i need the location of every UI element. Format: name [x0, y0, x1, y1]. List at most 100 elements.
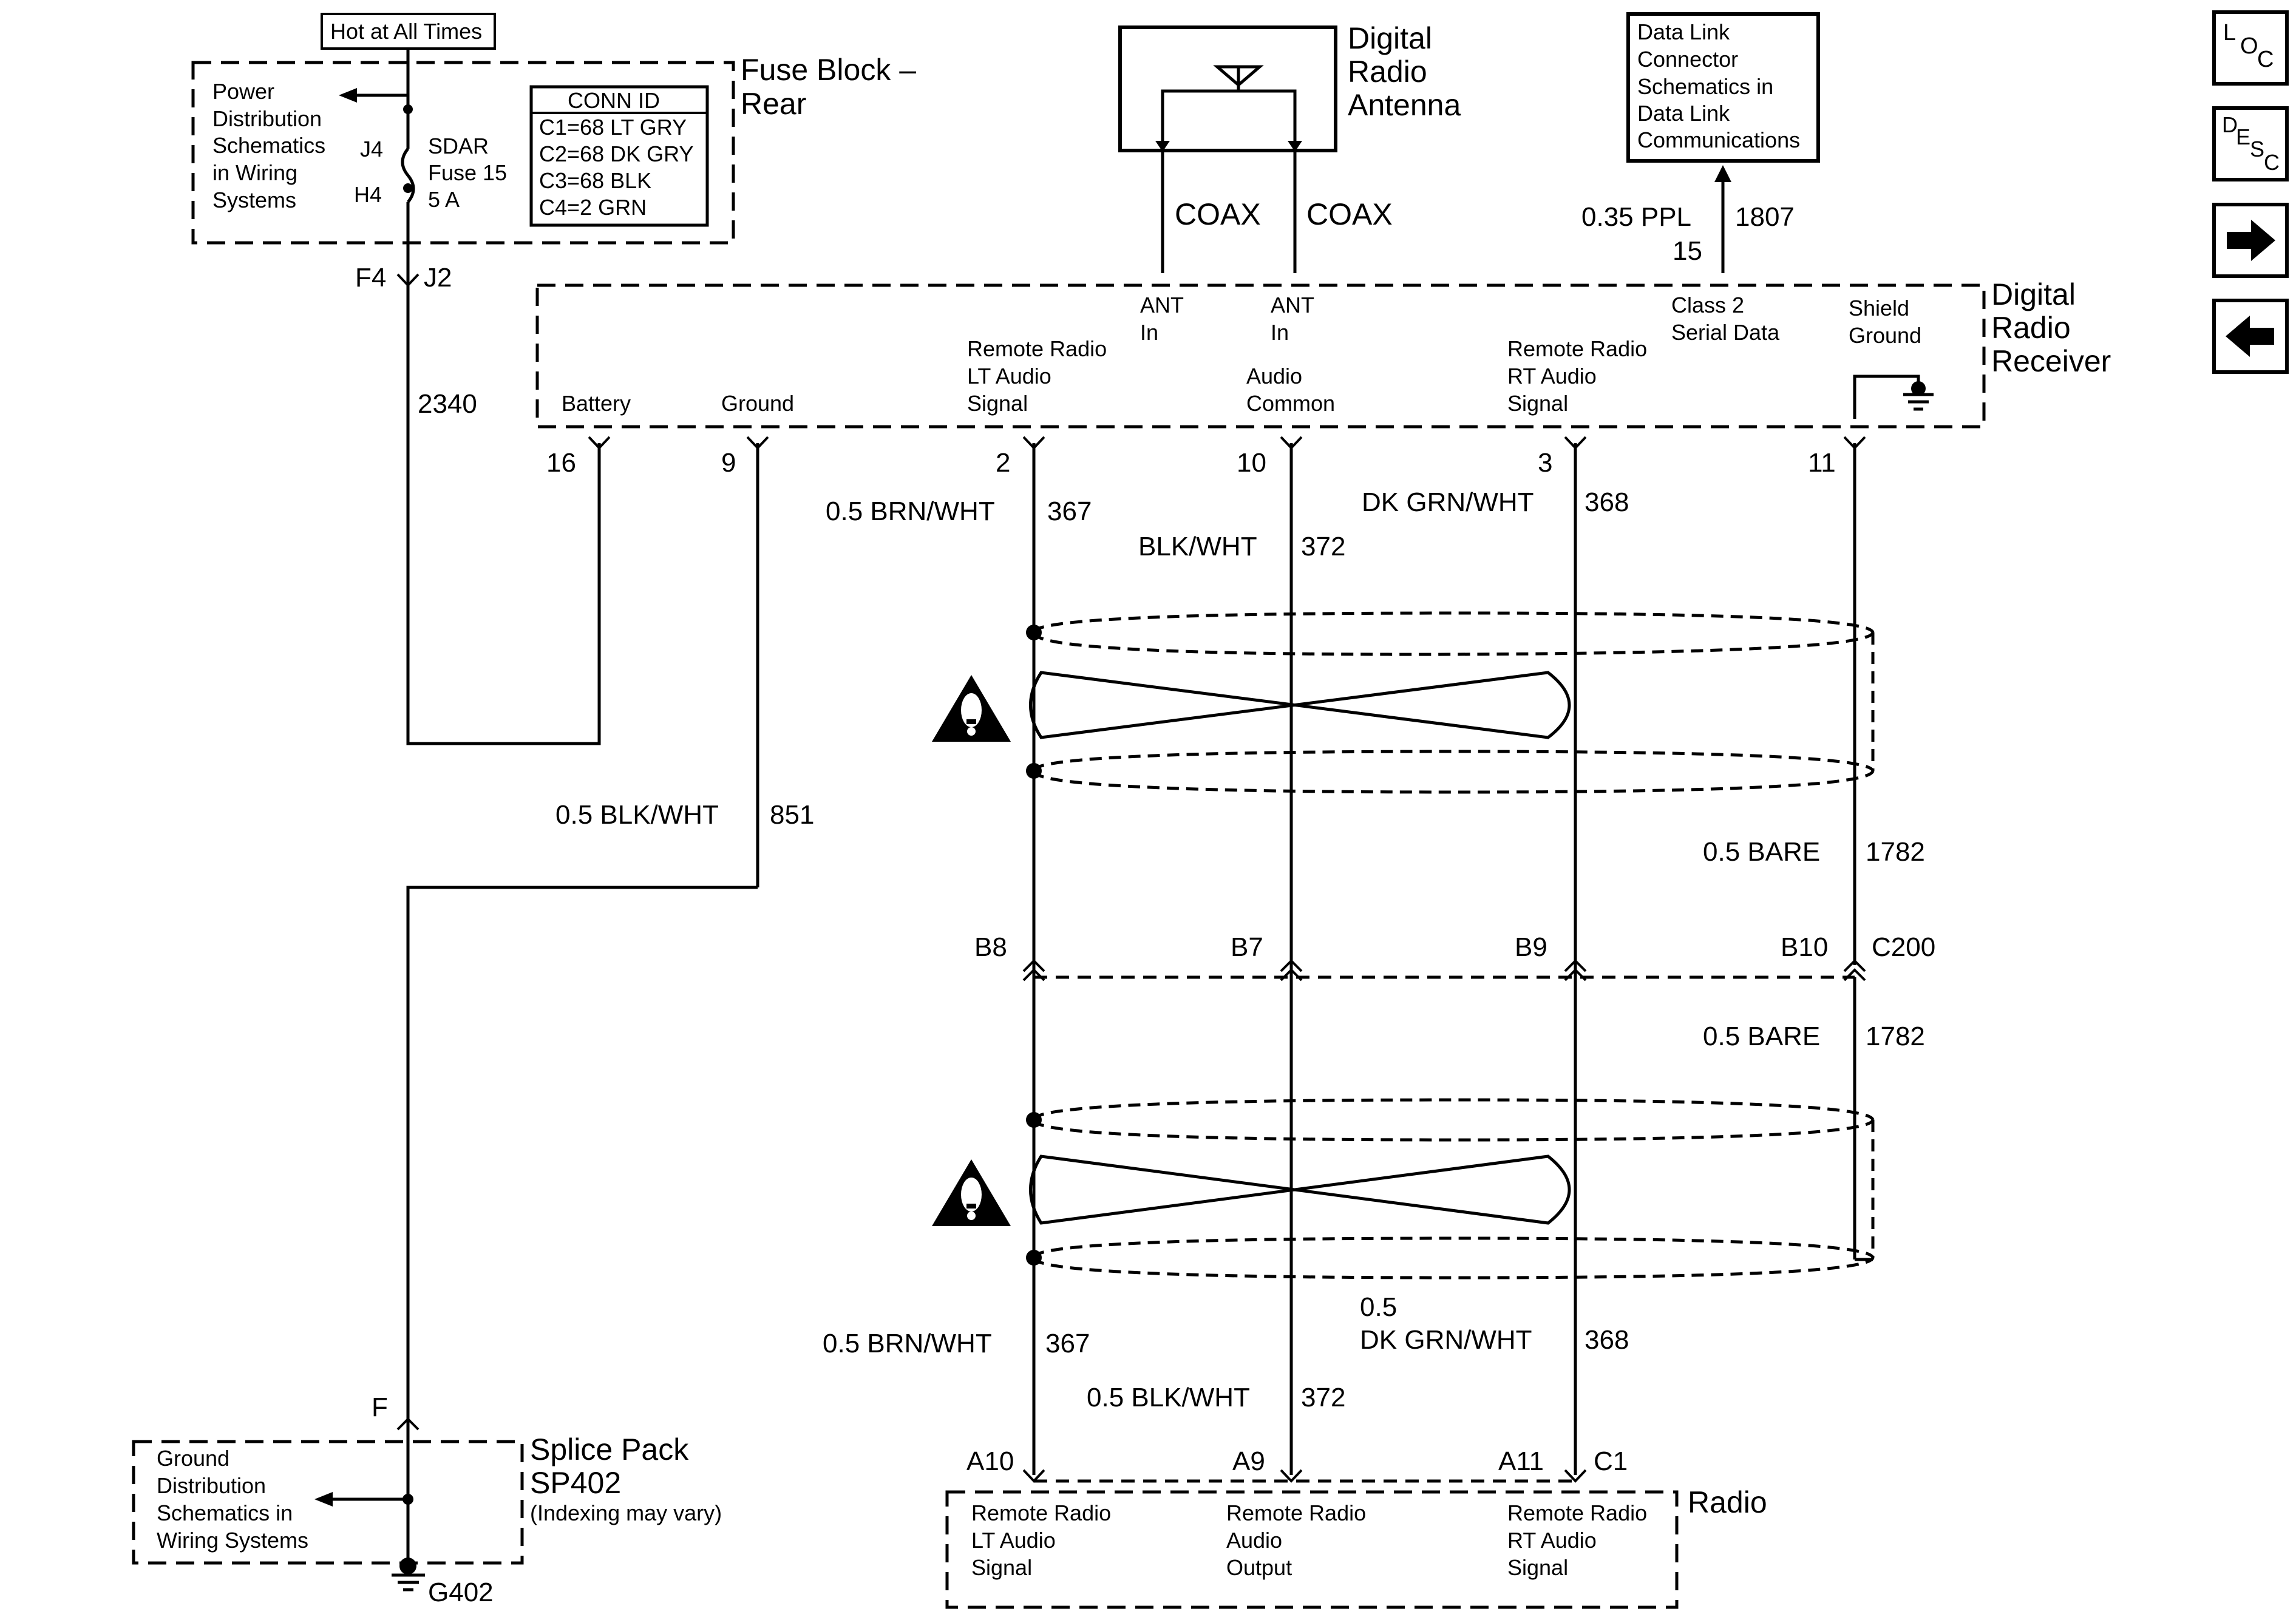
antenna-title: Antenna	[1348, 88, 1461, 122]
wire-bare-circuit-lower: 1782	[1866, 1022, 1925, 1051]
receiver-label-rt: Remote Radio	[1507, 336, 1647, 361]
pin-2: 2	[996, 448, 1010, 478]
radio-label-out: Audio	[1226, 1528, 1282, 1553]
power-ref-line: Systems	[212, 188, 296, 212]
fuse-block-title: Fuse Block –	[741, 53, 916, 87]
receiver-label-lt: LT Audio	[967, 364, 1051, 388]
radio-pin-a9: A9	[1232, 1446, 1265, 1476]
antenna-box	[1118, 25, 1337, 152]
dlc-ref-line: Schematics in	[1637, 74, 1773, 99]
receiver-label-rt: RT Audio	[1507, 364, 1597, 388]
loc-letter: L	[2223, 20, 2236, 46]
receiver-label-lt: Signal	[967, 391, 1028, 416]
dlc-wire-color: 0.35 PPL	[1581, 202, 1691, 232]
loc-button[interactable]: L O C	[2212, 10, 2289, 86]
conn-id-row: C2=68 DK GRY	[539, 141, 693, 166]
radio-pin-a10: A10	[966, 1446, 1014, 1476]
receiver-label-common: Audio	[1246, 364, 1302, 388]
desc-letter: S	[2250, 137, 2264, 161]
loc-letter: O	[2240, 33, 2258, 59]
radio-box	[945, 1490, 1679, 1609]
wire-rt-color: DK GRN/WHT	[1362, 487, 1534, 517]
pin-3: 3	[1538, 448, 1552, 478]
radio-title: Radio	[1688, 1485, 1767, 1519]
desc-letter: C	[2264, 150, 2280, 175]
dlc-ref-line: Data Link	[1637, 101, 1730, 126]
fuse-label-line: 5 A	[428, 187, 460, 212]
radio-label-rt: Signal	[1507, 1555, 1568, 1580]
radio-label-lt: LT Audio	[971, 1528, 1056, 1553]
desc-button[interactable]: D E S C	[2212, 106, 2289, 181]
coax-left-label: COAX	[1175, 197, 1261, 231]
c200-pin-b8: B8	[974, 932, 1007, 962]
receiver-label-ant1: In	[1140, 320, 1158, 345]
power-ref-line: Schematics	[212, 133, 325, 158]
wire-lt-circuit: 367	[1047, 497, 1092, 526]
lower-shield	[1029, 1098, 1875, 1280]
conn-id-row: C1=68 LT GRY	[539, 115, 687, 140]
ground-g402: G402	[428, 1578, 494, 1607]
wire-ground-circuit: 851	[770, 800, 814, 830]
c200-pin-b10: B10	[1781, 932, 1828, 962]
splice-title: Splice Pack	[530, 1432, 689, 1466]
conn-id-row: C4=2 GRN	[539, 195, 647, 220]
wire-common-circuit-lower: 372	[1301, 1383, 1345, 1412]
dlc-ref-line: Connector	[1637, 47, 1738, 72]
fuse-out-pin-f4: F4	[355, 263, 386, 293]
receiver-label-ground: Ground	[721, 391, 794, 416]
caution-icon	[932, 1159, 1011, 1226]
antenna-title: Radio	[1348, 55, 1427, 89]
fuse-pin-bottom: H4	[354, 182, 382, 207]
wire-rt-color-lower: 0.5	[1360, 1292, 1397, 1322]
fuse-label-line: Fuse 15	[428, 160, 507, 185]
receiver-label-ant1: ANT	[1140, 293, 1184, 317]
receiver-label-lt: Remote Radio	[967, 336, 1107, 361]
wire-rt-color-lower: DK GRN/WHT	[1360, 1325, 1532, 1355]
hot-at-all-times-label: Hot at All Times	[330, 19, 482, 44]
receiver-label-class2: Serial Data	[1671, 320, 1780, 345]
receiver-label-shield: Shield	[1849, 296, 1909, 320]
previous-page-button[interactable]	[2212, 299, 2289, 374]
ground-ref-line: Ground	[157, 1446, 229, 1471]
radio-pin-c1: C1	[1594, 1446, 1628, 1476]
receiver-label-rt: Signal	[1507, 391, 1568, 416]
desc-letter: E	[2236, 124, 2250, 149]
wire-common-color: BLK/WHT	[1138, 532, 1257, 561]
radio-label-out: Output	[1226, 1555, 1292, 1580]
fuse-block	[191, 13, 735, 285]
next-page-button[interactable]	[2212, 203, 2289, 278]
ground-ref-line: Wiring Systems	[157, 1528, 308, 1553]
loc-letter: C	[2257, 47, 2274, 72]
pin-11: 11	[1808, 448, 1836, 478]
receiver-label-ant2: ANT	[1271, 293, 1314, 317]
wire-common-color-lower: 0.5 BLK/WHT	[1087, 1383, 1250, 1412]
fuse-label-line: SDAR	[428, 134, 489, 158]
receiver-label-ant2: In	[1271, 320, 1289, 345]
splice-title: SP402	[530, 1466, 621, 1500]
pin-10: 10	[1237, 448, 1266, 478]
radio-pin-a11: A11	[1498, 1446, 1544, 1476]
radio-label-out: Remote Radio	[1226, 1500, 1366, 1525]
radio-label-rt: RT Audio	[1507, 1528, 1597, 1553]
fuse-out-pin-j2: J2	[424, 263, 452, 293]
c200-pin-b7: B7	[1231, 932, 1263, 962]
wire-bare-color: 0.5 BARE	[1703, 837, 1820, 867]
radio-label-rt: Remote Radio	[1507, 1500, 1647, 1525]
wire-rt-circuit-lower: 368	[1584, 1325, 1629, 1355]
coax-right-label: COAX	[1306, 197, 1393, 231]
c200-pin-b9: B9	[1515, 932, 1547, 962]
wire-common-circuit: 372	[1301, 532, 1345, 561]
dlc-ref-line: Data Link	[1637, 19, 1730, 44]
receiver-label-class2: Class 2	[1671, 293, 1744, 317]
receiver-label-common: Common	[1246, 391, 1335, 416]
fuse-pin-top: J4	[360, 137, 383, 161]
pin-16: 16	[546, 448, 576, 478]
splice-pin-f: F	[372, 1392, 388, 1422]
receiver-title: Receiver	[1991, 344, 2111, 378]
wire-rt-circuit: 368	[1584, 487, 1629, 517]
arrow-right-icon	[2227, 220, 2275, 261]
power-ref-line: in Wiring	[212, 160, 297, 185]
dlc-box	[1626, 12, 1820, 163]
radio-label-lt: Signal	[971, 1555, 1032, 1580]
